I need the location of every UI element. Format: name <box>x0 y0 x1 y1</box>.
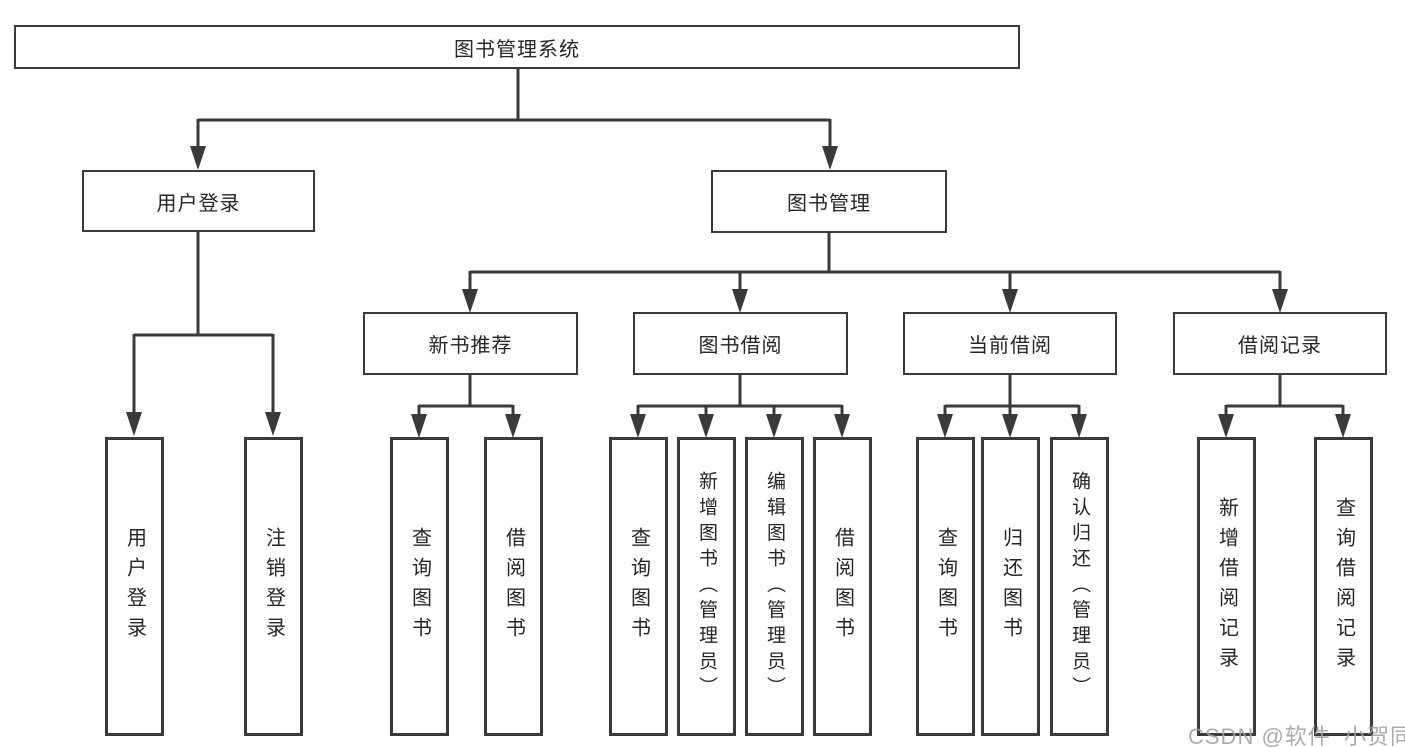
node-label: 确认归还（管理员） <box>1069 471 1090 702</box>
node-borrowing-records: 借阅记录 <box>1173 312 1387 375</box>
node-label: 图书借阅 <box>698 335 783 357</box>
node-label: 查询图书 <box>627 526 650 647</box>
node-label: 当前借阅 <box>968 335 1052 357</box>
leaf-confirm-return-admin: 确认归还（管理员） <box>1050 437 1109 736</box>
node-label: 注销登录 <box>262 526 285 647</box>
leaf-add-book-admin: 新增图书（管理员） <box>677 437 736 736</box>
node-book-borrowing: 图书借阅 <box>633 312 848 375</box>
node-new-book-recommendation: 新书推荐 <box>363 312 578 375</box>
leaf-borrow-books-borrowing: 借阅图书 <box>813 437 872 736</box>
leaf-logout: 注销登录 <box>244 437 303 736</box>
leaf-query-books-current: 查询图书 <box>916 437 975 736</box>
leaf-add-borrow-record: 新增借阅记录 <box>1197 437 1256 736</box>
leaf-user-login: 用户登录 <box>105 437 164 736</box>
node-user-login: 用户登录 <box>82 170 315 232</box>
leaf-borrow-books-recommendation: 借阅图书 <box>484 437 543 736</box>
node-label: 归还图书 <box>999 526 1022 647</box>
leaf-edit-book-admin: 编辑图书（管理员） <box>745 437 804 736</box>
node-label: 借阅图书 <box>831 526 854 647</box>
node-label: 查询图书 <box>408 526 431 647</box>
node-label: 新书推荐 <box>428 335 513 357</box>
csdn-watermark: CSDN @软件_小贺同学 <box>1188 724 1405 747</box>
node-label: 编辑图书（管理员） <box>764 471 785 702</box>
leaf-return-books: 归还图书 <box>981 437 1040 736</box>
node-label: 新增借阅记录 <box>1215 496 1238 677</box>
node-label: 借阅记录 <box>1238 335 1322 357</box>
leaf-query-borrow-record: 查询借阅记录 <box>1314 437 1373 736</box>
node-library-management-system: 图书管理系统 <box>14 25 1020 69</box>
node-label: 图书管理系统 <box>454 38 580 61</box>
leaf-query-books-borrowing: 查询图书 <box>609 437 668 736</box>
node-label: 查询借阅记录 <box>1332 496 1355 677</box>
node-label: 用户登录 <box>123 526 146 647</box>
node-label: 用户登录 <box>156 192 241 215</box>
node-label: 图书管理 <box>787 193 871 215</box>
leaf-query-books-recommendation: 查询图书 <box>390 437 449 736</box>
node-label: 借阅图书 <box>502 526 525 647</box>
node-label: 查询图书 <box>934 526 957 647</box>
node-book-management: 图书管理 <box>711 170 947 233</box>
node-current-borrowing: 当前借阅 <box>903 312 1117 375</box>
node-label: 新增图书（管理员） <box>696 471 717 702</box>
